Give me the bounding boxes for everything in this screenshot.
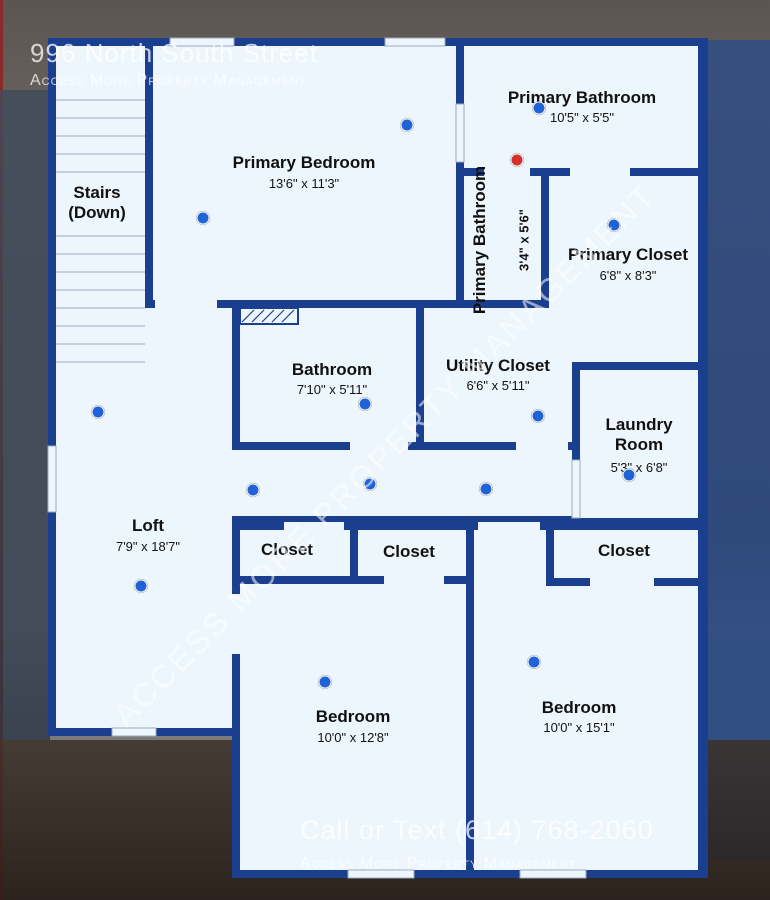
photo-marker[interactable]: [607, 218, 621, 232]
photo-marker[interactable]: [91, 405, 105, 419]
room-dim-bedroom-1: 10'0" x 12'8": [317, 730, 389, 745]
room-dim-utility-closet: 6'6" x 5'11": [466, 378, 530, 393]
room-dim-bedroom-2: 10'0" x 15'1": [543, 720, 615, 735]
doorways: [155, 168, 654, 654]
background-left: [0, 90, 50, 740]
footer-company-name: Access More Property Management: [300, 855, 577, 872]
photo-marker[interactable]: [318, 675, 332, 689]
room-dim-laundry: 5'3" x 6'8": [610, 460, 668, 475]
room-label-loft: Loft: [131, 516, 165, 535]
background-sign: [700, 40, 770, 860]
photo-marker[interactable]: [527, 655, 541, 669]
photo-marker-active[interactable]: [510, 153, 524, 167]
photo-marker[interactable]: [358, 397, 372, 411]
room-label-bedroom-2: Bedroom: [541, 698, 617, 717]
contact-phone: Call or Text (614) 768-2060: [300, 815, 654, 845]
room-label-closet-3: Closet: [598, 541, 650, 560]
room-label-closet-1: Closet: [261, 540, 313, 559]
hatched-fixture: [239, 307, 299, 325]
room-label-closet-2: Closet: [383, 542, 435, 561]
photo-marker[interactable]: [532, 101, 546, 115]
photo-marker[interactable]: [622, 468, 636, 482]
room-dim-primary-bedroom: 13'6" x 11'3": [268, 176, 340, 191]
photo-marker[interactable]: [400, 118, 414, 132]
openings: [47, 37, 587, 879]
photo-marker[interactable]: [531, 409, 545, 423]
room-label-primary-bathroom-small: Primary Bathroom: [469, 165, 489, 315]
room-label-primary-bathroom: Primary Bathroom: [507, 88, 657, 107]
room-label-laundry: Laundry Room: [605, 415, 673, 455]
room-label-primary-bedroom: Primary Bedroom: [232, 153, 376, 172]
room-label-bedroom-1: Bedroom: [315, 707, 391, 726]
room-dim-loft: 7'9" x 18'7": [115, 539, 181, 554]
photo-marker[interactable]: [363, 477, 377, 491]
property-address: 996 North South Street: [30, 38, 318, 68]
photo-marker[interactable]: [134, 579, 148, 593]
room-dim-primary-bathroom: 10'5" x 5'5": [549, 110, 615, 125]
room-label-primary-closet: Primary Closet: [568, 245, 688, 264]
stair-treads: [56, 99, 145, 363]
room-dim-bathroom: 7'10" x 5'11": [296, 382, 368, 397]
company-name: Access More Property Management: [30, 72, 307, 89]
room-dim-primary-bathroom-small: 3'4" x 5'6": [516, 209, 532, 271]
photo-marker[interactable]: [196, 211, 210, 225]
room-label-bathroom: Bathroom: [291, 360, 373, 379]
room-label-stairs: Stairs (Down): [68, 183, 126, 223]
room-label-utility-closet: Utility Closet: [446, 356, 550, 375]
rooms-floor: [56, 46, 698, 870]
photo-marker[interactable]: [479, 482, 493, 496]
photo-marker[interactable]: [246, 483, 260, 497]
room-dim-primary-closet: 6'8" x 8'3": [599, 268, 657, 283]
